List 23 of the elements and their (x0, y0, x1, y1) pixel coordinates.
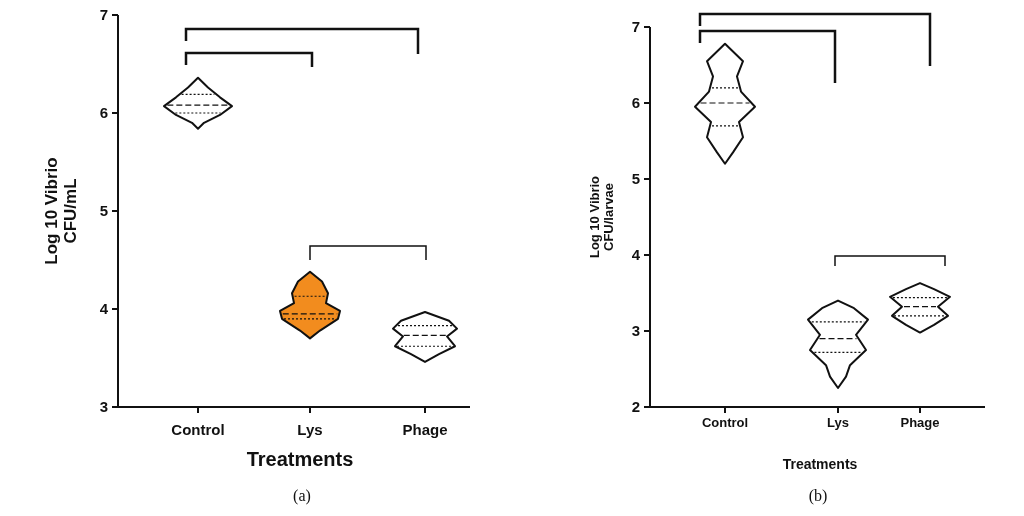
axis-title: Treatments (782, 457, 858, 473)
category-label: Control (701, 415, 749, 431)
tick-label: 7 (99, 6, 108, 24)
tick-label: 5 (631, 170, 640, 188)
category-label: Phage (402, 421, 448, 439)
tick-label: 7 (631, 18, 640, 36)
axis-title: Log 10 Vibrio CFU/larvae (587, 174, 617, 261)
tick-label: 6 (631, 94, 640, 112)
tick-label: 4 (99, 300, 108, 318)
category-label: Lys (297, 421, 323, 439)
tick-label: 2 (631, 398, 640, 416)
axis-title: Log 10 Vibrio CFU/mL (43, 156, 81, 267)
category-label: Control (171, 421, 225, 439)
panel-label: (b) (808, 487, 828, 505)
panel-label: (a) (293, 487, 311, 505)
axis-title: Treatments (246, 448, 354, 470)
tick-label: 6 (99, 104, 108, 122)
tick-label: 4 (631, 246, 640, 264)
tick-label: 5 (99, 202, 108, 220)
category-label: Phage (900, 415, 940, 431)
tick-label: 3 (631, 322, 640, 340)
category-label: Lys (827, 415, 849, 431)
tick-label: 3 (99, 398, 108, 416)
